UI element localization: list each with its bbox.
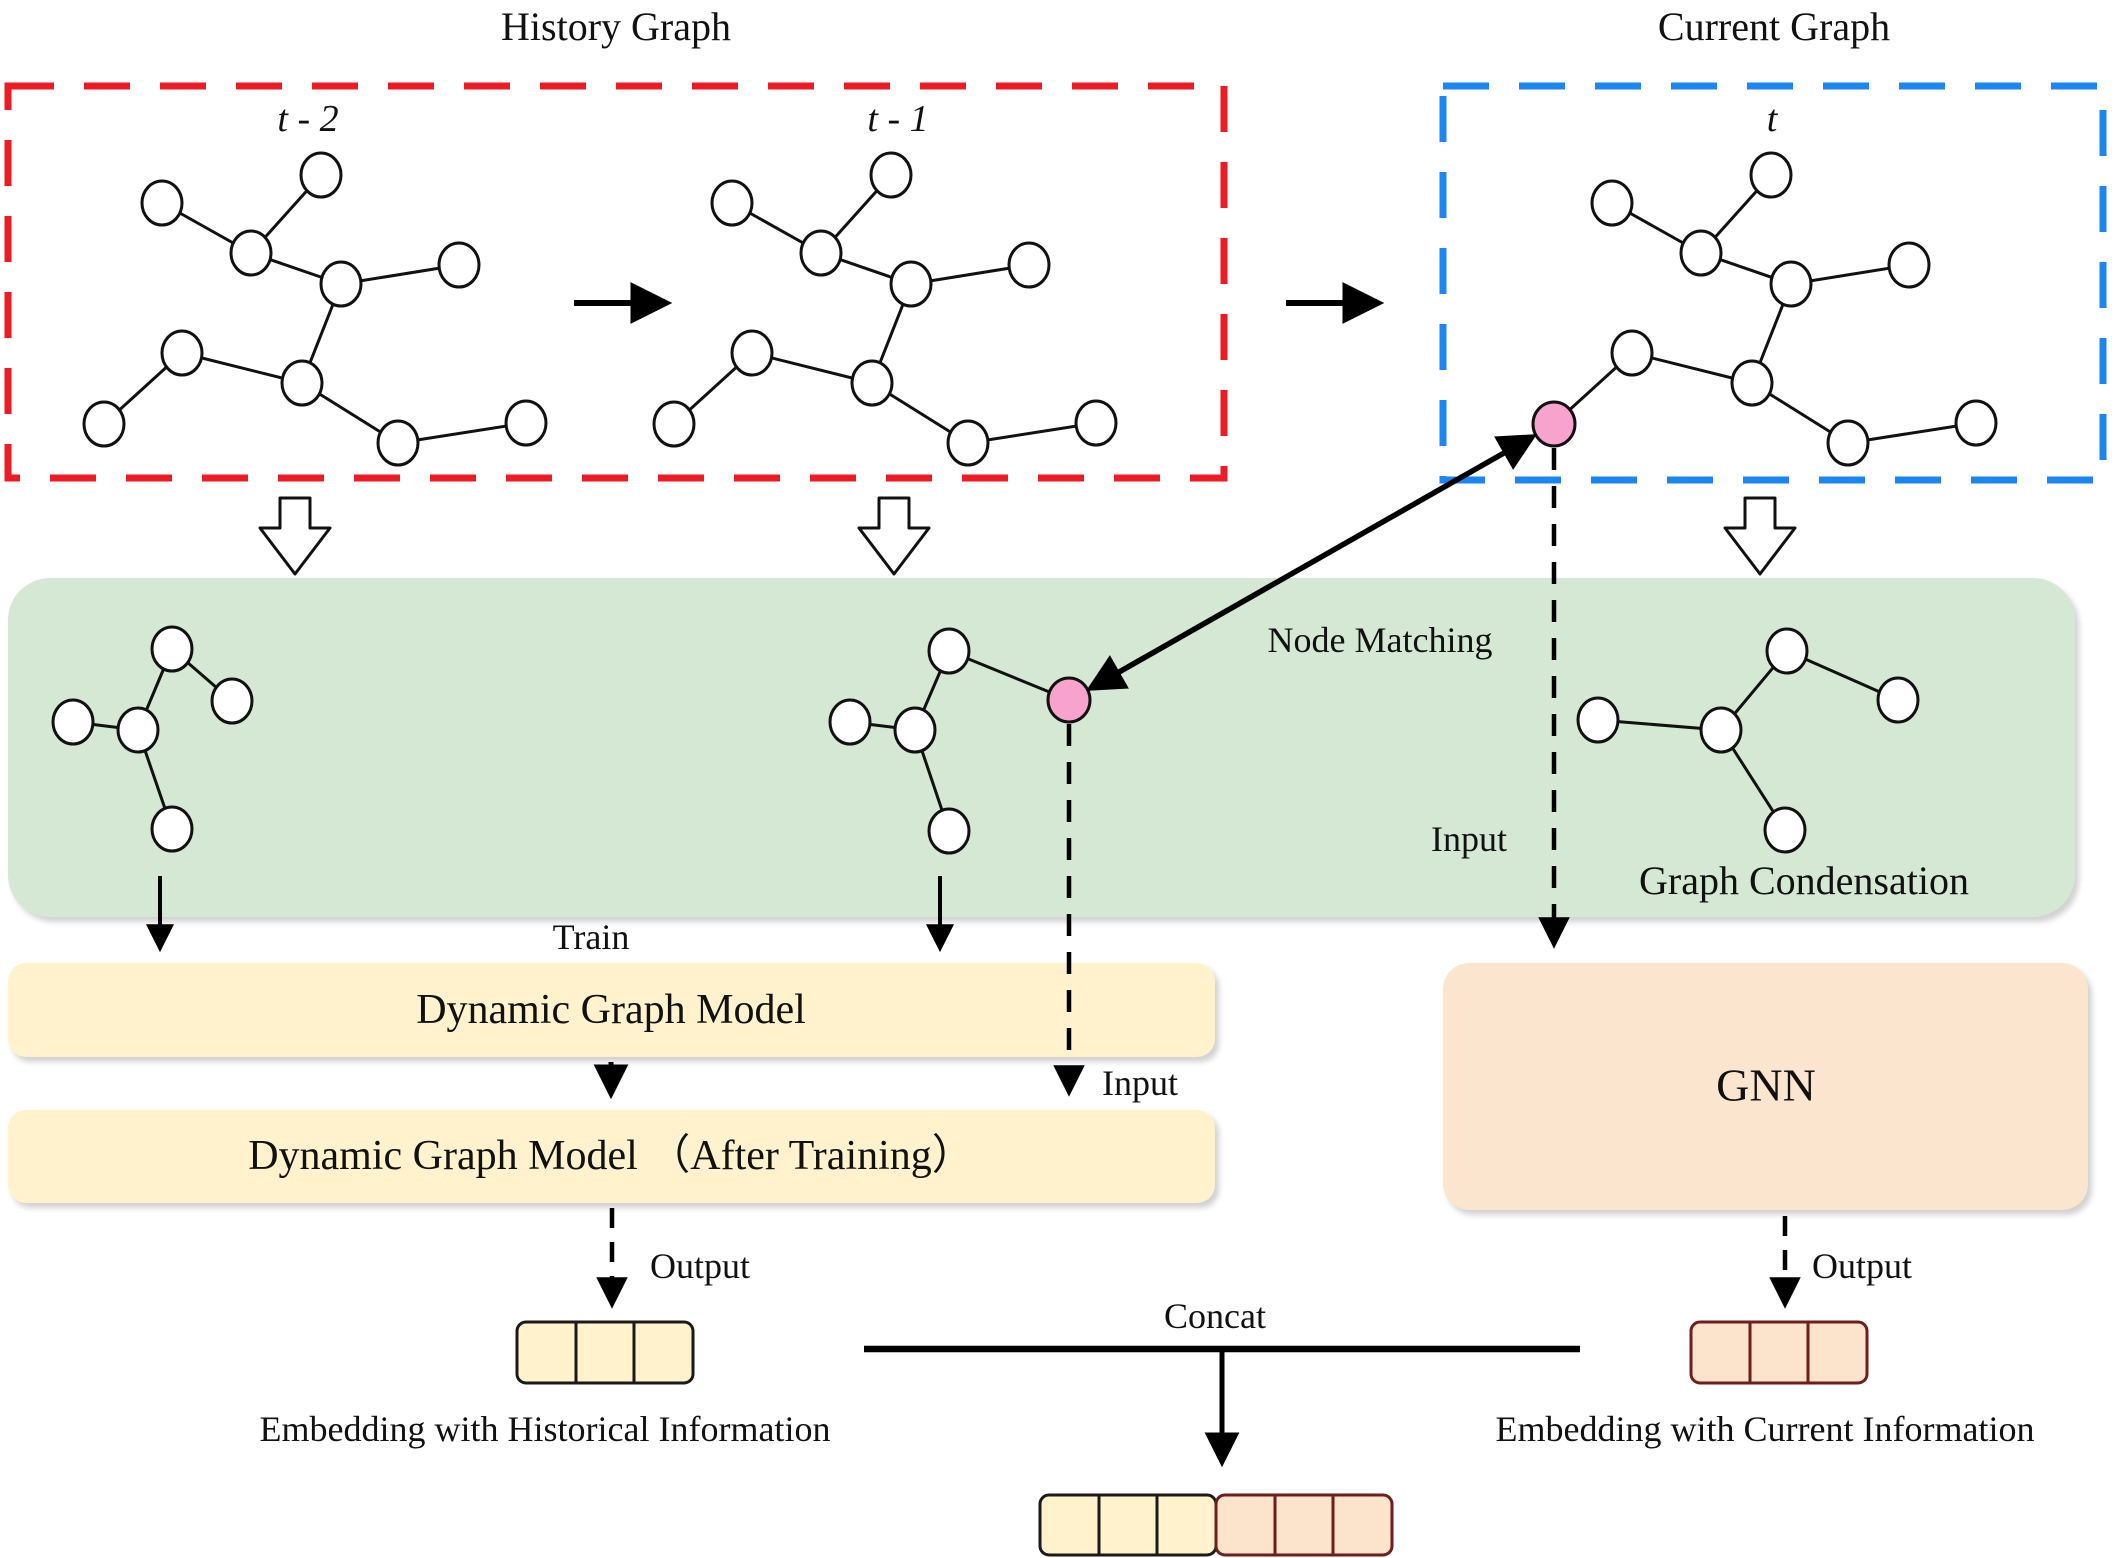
embedding-historical-label: Embedding with Historical Information — [259, 1409, 831, 1450]
condense-arrow-t2 — [258, 496, 332, 576]
t-label: t — [1766, 98, 1778, 141]
current-graph-title: Current Graph — [1657, 4, 1891, 49]
graph-node — [1954, 399, 1998, 447]
graph-node — [850, 359, 894, 407]
graph-node — [1730, 359, 1774, 407]
train-label: Train — [552, 917, 630, 958]
graph-snapshot-current — [1531, 151, 1998, 467]
history-graph-frame — [4, 82, 1228, 482]
graph-condensation-label: Graph Condensation — [1639, 858, 1969, 903]
graph-node — [1590, 179, 1634, 227]
graph-node — [1007, 241, 1051, 289]
embedding-bar-current — [1689, 1320, 1869, 1385]
graph-node — [140, 179, 184, 227]
output-right-label: Output — [1811, 1246, 1913, 1287]
graph-node — [889, 260, 933, 308]
graph-snapshot-t2 — [82, 151, 548, 467]
graph-node — [299, 151, 343, 199]
graph-node — [1610, 329, 1654, 377]
gnn-box — [1443, 963, 2088, 1210]
graph-node — [1887, 241, 1931, 289]
graph-node — [799, 229, 843, 277]
graph-snapshot-t1 — [652, 151, 1118, 467]
graph-node — [730, 329, 774, 377]
output-left-label: Output — [649, 1246, 751, 1287]
embedding-bar-historical — [515, 1320, 695, 1385]
condense-arrow-t1 — [857, 496, 931, 576]
graph-node — [504, 399, 548, 447]
graph-node — [710, 179, 754, 227]
condense-arrow-current — [1723, 496, 1797, 576]
graph-node — [82, 400, 126, 448]
graph-node — [1074, 399, 1118, 447]
matched-node-current — [1531, 400, 1577, 448]
current-graph-frame — [1439, 82, 2107, 484]
concatenated-embedding-bar — [1038, 1493, 1394, 1557]
dynamic-graph-model-trained-box — [8, 1110, 1215, 1203]
concat-label: Concat — [1164, 1296, 1266, 1337]
dynamic-graph-model-label: Dynamic Graph Model — [416, 986, 806, 1033]
graph-node — [1826, 419, 1870, 467]
graph-node — [1769, 260, 1813, 308]
t2-label: t - 2 — [277, 98, 339, 141]
dynamic-graph-model-box — [8, 963, 1215, 1057]
graph-node — [280, 359, 324, 407]
graph-node — [946, 419, 990, 467]
gnn-label: GNN — [1716, 1059, 1816, 1111]
t1-label: t - 1 — [867, 98, 929, 141]
graph-node — [160, 329, 204, 377]
gnn-input-label: Input — [1431, 819, 1507, 860]
history-graph-title: History Graph — [501, 4, 731, 49]
graph-node — [1749, 151, 1793, 199]
embedding-current-label: Embedding with Current Information — [1495, 1409, 2035, 1450]
graph-node — [652, 400, 696, 448]
graph-node — [869, 151, 913, 199]
graph-node — [376, 419, 420, 467]
graph-node — [1679, 229, 1723, 277]
graph-node — [319, 260, 363, 308]
node-matching-label: Node Matching — [1267, 620, 1493, 661]
graph-node — [229, 229, 273, 277]
dynamic-graph-model-trained-label: Dynamic Graph Model （After Training） — [248, 1132, 974, 1179]
graph-node — [437, 241, 481, 289]
dgm-input-label: Input — [1102, 1063, 1178, 1104]
